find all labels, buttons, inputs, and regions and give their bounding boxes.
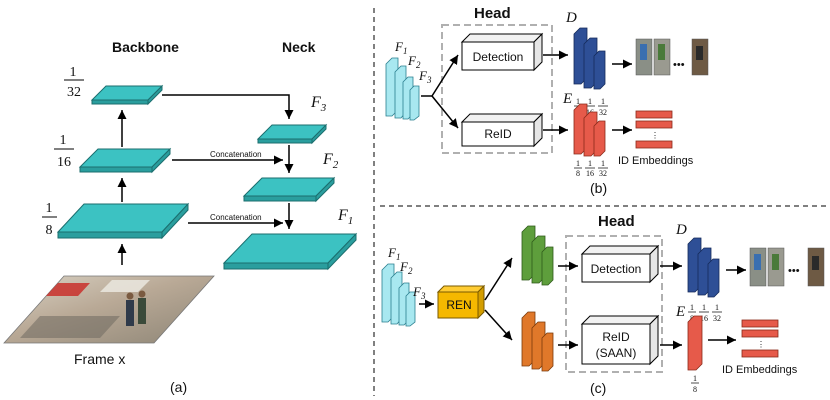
head-label-c: Head [598, 213, 635, 230]
backbone-layer-16 [78, 147, 172, 174]
arrow-ren-to-orange [484, 309, 513, 341]
d-scale-32-den-b: 32 [599, 108, 607, 117]
scale-8: 1 8 [42, 201, 57, 238]
backbone-layer-32 [90, 84, 164, 106]
d-scale-16-c: 1 [702, 303, 706, 312]
head-box-b [441, 24, 553, 154]
arrow-ren-to-green [484, 257, 513, 301]
reid-label-c: ReID [602, 330, 630, 344]
e-label-c: E [675, 304, 685, 320]
feature-f2-b: F2 [407, 53, 421, 70]
e-scales-c: 1 8 [691, 374, 699, 394]
scale-16-den: 16 [57, 155, 71, 170]
arrow-32-to-f3 [162, 94, 294, 119]
d-label-b: D [565, 10, 577, 26]
reid-box-b: ReID [460, 112, 544, 148]
panel-b: Head F1 F2 F3 Detection ReID [385, 5, 709, 196]
person-crops-b [635, 38, 709, 76]
d-label-c: D [675, 222, 687, 238]
e-stack-b [573, 103, 606, 157]
concat-bottom-label: Concatenation [210, 213, 262, 222]
neck-f2-label: F2 [322, 151, 339, 171]
feature-stack-b [385, 57, 420, 121]
neck-layer-f3 [256, 123, 328, 145]
detection-box-c: Detection [580, 244, 660, 284]
feature-f1-c: F1 [387, 245, 400, 262]
green-stack-c [521, 225, 554, 286]
d-stack-b [573, 27, 606, 90]
embedding-bars-b: ⋮ [635, 110, 673, 149]
panel-c: Head F1 F2 F3 REN [381, 213, 825, 396]
arrow-to-reid-b [431, 95, 459, 129]
scale-8-num: 1 [46, 201, 53, 216]
scale-8-den: 8 [46, 223, 53, 238]
caption-b: (b) [590, 180, 607, 196]
d-scale-16-den-c: 16 [700, 314, 708, 323]
detection-box-b: Detection [460, 32, 544, 72]
e-stack-c [687, 315, 703, 371]
id-embeddings-b: ID Embeddings [618, 155, 694, 167]
scale-16-num: 1 [60, 133, 67, 148]
head-box-c [565, 235, 663, 373]
emb-dots-c: ⋮ [757, 340, 765, 349]
backbone-label: Backbone [112, 39, 179, 55]
detection-label-b: Detection [473, 50, 524, 64]
neck-layer-f2 [242, 176, 336, 203]
d-scale-8-c: 1 [690, 303, 694, 312]
scale-32-den: 32 [67, 85, 81, 100]
d-scale-8-b: 1 [576, 97, 580, 106]
e-scale-8-c: 1 [693, 374, 697, 383]
ren-label: REN [446, 298, 471, 312]
backbone-layer-8 [56, 202, 190, 240]
person-crops-c [749, 247, 825, 287]
ellipsis-c: ••• [788, 265, 800, 277]
e-scales-b: 1 8 1 16 1 32 [574, 159, 608, 178]
scale-32-num: 1 [70, 65, 77, 80]
e-scale-16-den-b: 16 [586, 169, 594, 178]
panel-a: Backbone Neck 1 32 1 16 1 8 [3, 39, 358, 395]
neck-label: Neck [282, 39, 316, 55]
scale-32: 1 32 [64, 65, 84, 100]
d-scale-32-den-c: 32 [713, 314, 721, 323]
e-scale-32-den-b: 32 [599, 169, 607, 178]
ellipsis-b: ••• [673, 59, 685, 71]
d-scale-16-b: 1 [588, 97, 592, 106]
reid-label-b: ReID [484, 127, 512, 141]
feature-f3-b: F3 [418, 68, 432, 85]
e-label-b: E [562, 91, 572, 107]
embedding-bars-c: ⋮ [741, 319, 779, 358]
reid-box-c: ReID (SAAN) [580, 314, 660, 366]
d-stack-c [687, 237, 720, 298]
e-scale-16-b: 1 [588, 159, 592, 168]
e-scale-32-b: 1 [601, 159, 605, 168]
e-scale-8-b: 1 [576, 159, 580, 168]
saan-label-c: (SAAN) [596, 346, 637, 360]
feature-f1-b: F1 [394, 39, 407, 56]
neck-f3-label: F3 [310, 94, 327, 114]
caption-a: (a) [170, 379, 187, 395]
d-scale-32-c: 1 [715, 303, 719, 312]
feature-stack-c [381, 263, 416, 327]
ren-block: REN [436, 284, 486, 320]
orange-stack-c [521, 311, 554, 372]
caption-c: (c) [590, 380, 606, 396]
emb-dots-b: ⋮ [651, 131, 659, 140]
head-label-b: Head [474, 5, 511, 22]
e-scale-8-den-b: 8 [576, 169, 580, 178]
scale-16: 1 16 [54, 133, 74, 170]
feature-f3-c: F3 [412, 284, 426, 301]
e-scale-8-den-c: 8 [693, 385, 697, 394]
detection-label-c: Detection [591, 262, 642, 276]
feature-f2-c: F2 [399, 259, 413, 276]
neck-layer-f1 [222, 232, 358, 271]
frame-label: Frame x [74, 351, 125, 367]
input-frame-image [3, 275, 215, 344]
neck-f1-label: F1 [337, 207, 353, 227]
d-scale-32-b: 1 [601, 97, 605, 106]
id-embeddings-c: ID Embeddings [722, 364, 798, 376]
concat-top-label: Concatenation [210, 150, 262, 159]
